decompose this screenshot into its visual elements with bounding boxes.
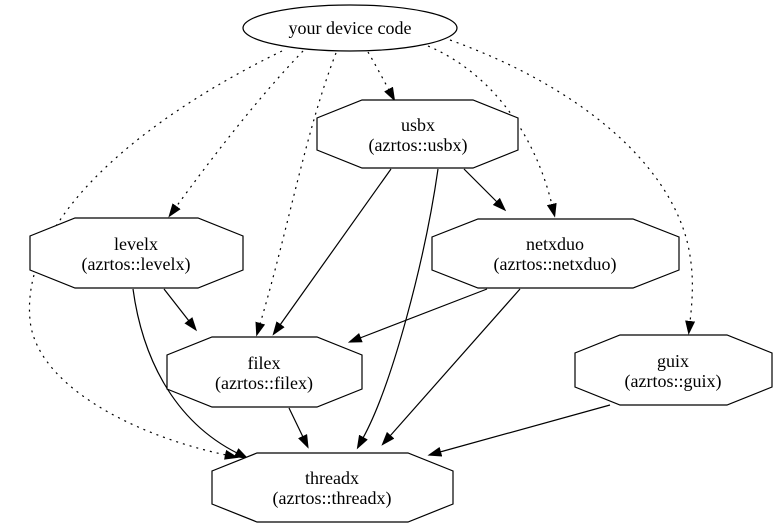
node-usbx: usbx (azrtos::usbx) xyxy=(316,99,519,169)
levelx-label: levelx xyxy=(114,234,158,254)
levelx-octagon xyxy=(29,217,244,289)
levelx-sublabel: (azrtos::levelx) xyxy=(82,254,191,275)
edge-guix-threadx xyxy=(427,404,611,457)
edge-usbx-filex xyxy=(272,168,392,336)
guix-octagon xyxy=(574,334,773,406)
edge-device-levelx xyxy=(168,50,304,218)
edge-device-threadx xyxy=(28,50,283,460)
usbx-label: usbx xyxy=(401,115,435,135)
node-netxduo: netxduo (azrtos::netxduo) xyxy=(431,218,680,289)
edge-levelx-filex xyxy=(163,288,198,332)
filex-octagon xyxy=(166,336,363,408)
filex-sublabel: (azrtos::filex) xyxy=(215,373,313,394)
edge-levelx-threadx xyxy=(132,288,249,459)
guix-label: guix xyxy=(657,351,689,371)
node-filex: filex (azrtos::filex) xyxy=(166,336,363,408)
edge-netxduo-filex xyxy=(347,288,488,343)
edge-filex-threadx xyxy=(288,407,309,449)
node-guix: guix (azrtos::guix) xyxy=(574,334,773,406)
edge-device-usbx xyxy=(367,51,396,102)
edge-usbx-threadx xyxy=(356,168,439,450)
edge-usbx-netxduo xyxy=(463,168,507,212)
usbx-sublabel: (azrtos::usbx) xyxy=(369,135,468,156)
edge-layer xyxy=(28,39,696,460)
node-threadx: threadx (azrtos::threadx) xyxy=(211,452,454,523)
node-levelx: levelx (azrtos::levelx) xyxy=(29,217,244,289)
node-device: your device code xyxy=(242,4,458,52)
threadx-octagon xyxy=(211,452,454,523)
device-label: your device code xyxy=(289,18,412,38)
edge-netxduo-threadx xyxy=(381,288,521,446)
threadx-label: threadx xyxy=(305,468,359,488)
netxduo-label: netxduo xyxy=(526,234,584,254)
netxduo-sublabel: (azrtos::netxduo) xyxy=(494,254,617,275)
edge-device-netxduo xyxy=(427,45,557,218)
device-ellipse xyxy=(242,4,458,52)
usbx-octagon xyxy=(316,99,519,169)
threadx-sublabel: (azrtos::threadx) xyxy=(273,488,392,509)
guix-sublabel: (azrtos::guix) xyxy=(625,371,722,392)
netxduo-octagon xyxy=(431,218,680,289)
filex-label: filex xyxy=(248,353,281,373)
edge-device-filex xyxy=(255,52,337,337)
